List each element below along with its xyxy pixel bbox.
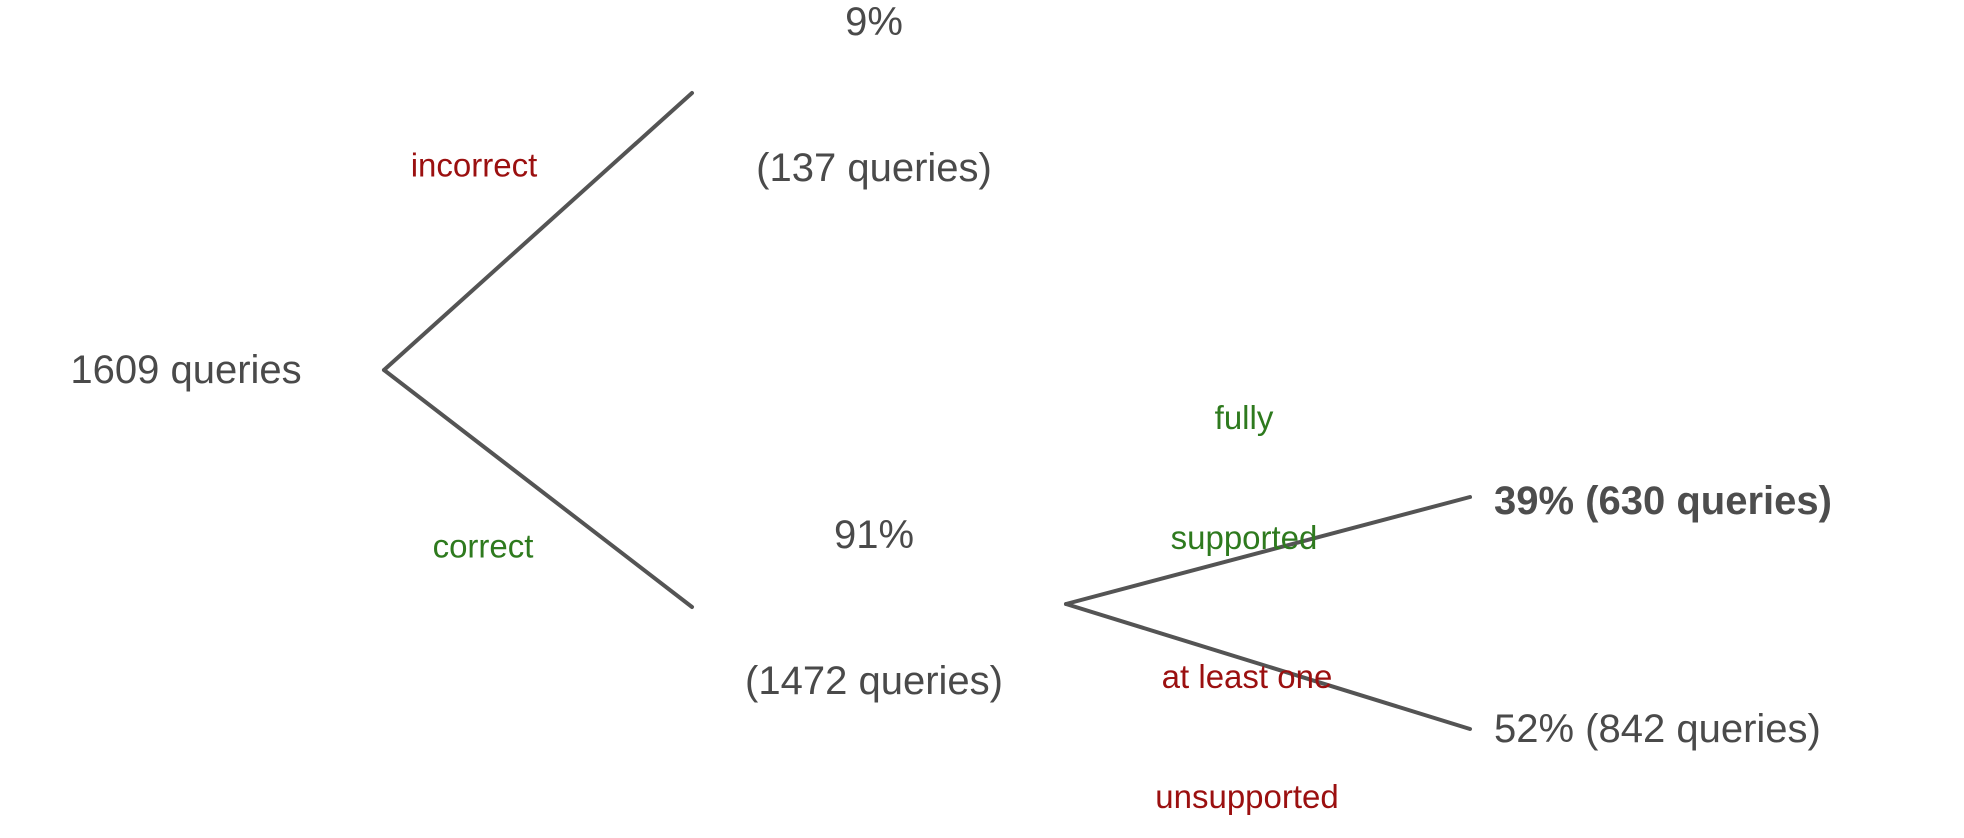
node-incorrect-count: (137 queries)	[756, 145, 992, 190]
edge-label-at-least-one-unsupported-line1: at least one	[1161, 657, 1333, 695]
node-root-text: 1609 queries	[70, 347, 302, 392]
node-fully-supported-text: 39% (630 queries)	[1494, 478, 1832, 523]
node-correct: 91% (1472 queries)	[745, 413, 1003, 803]
edge-line-root-to-correct	[382, 368, 694, 609]
node-correct-percent: 91%	[833, 512, 915, 557]
node-incorrect: 9% (137 queries)	[756, 0, 992, 290]
node-fully-supported: 39% (630 queries)	[1494, 379, 1832, 623]
edge-label-incorrect-line1: incorrect	[410, 145, 538, 183]
edge-label-correct: correct	[433, 445, 534, 646]
edge-line-correct-to-unsupported	[1064, 602, 1472, 731]
edge-label-correct-line1: correct	[432, 526, 534, 564]
edge-label-at-least-one-unsupported-line2: unsupported	[1155, 778, 1339, 816]
node-root: 1609 queries	[70, 248, 301, 492]
node-at-least-one-unsupported-text: 52% (842 queries)	[1494, 706, 1821, 751]
node-correct-count: (1472 queries)	[745, 658, 1003, 703]
edge-label-incorrect: incorrect	[411, 64, 538, 265]
edge-label-fully-supported-line2: supported	[1170, 519, 1318, 557]
edge-line-correct-to-fully-supported	[1064, 495, 1472, 606]
edge-label-fully-supported: fully supported	[1171, 317, 1318, 639]
edge-label-fully-supported-line1: fully	[1214, 398, 1274, 436]
edge-line-root-to-incorrect	[382, 91, 694, 372]
edge-label-at-least-one-unsupported: at least one unsupported	[1155, 576, 1338, 838]
node-at-least-one-unsupported: 52% (842 queries)	[1494, 607, 1821, 838]
node-incorrect-percent: 9%	[845, 0, 903, 44]
